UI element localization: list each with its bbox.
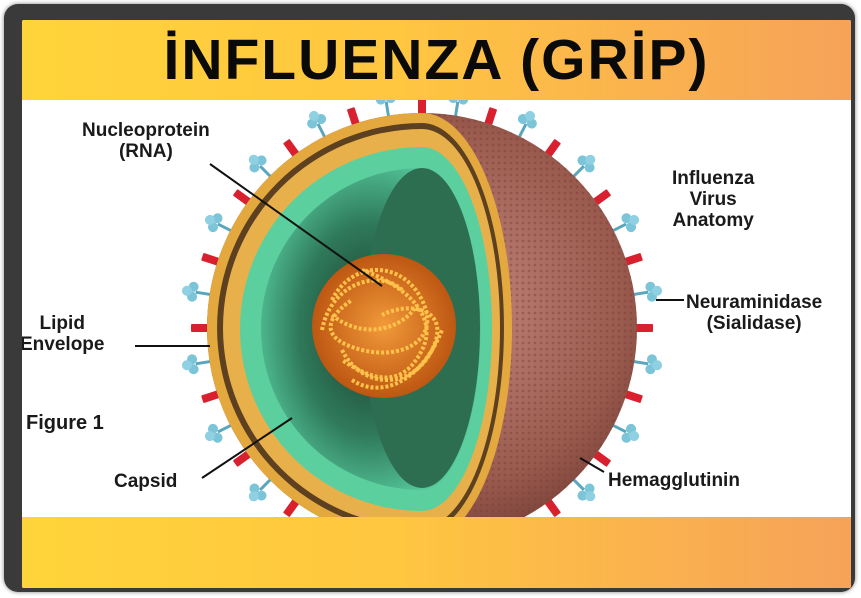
label-nucleoprotein-line2: (RNA) (82, 141, 210, 162)
slide-frame: İNFLUENZA (GRİP) (4, 4, 855, 592)
label-nucleoprotein-line1: Nucleoprotein (82, 120, 210, 141)
figure-label: Figure 1 (26, 413, 104, 434)
label-hemagglutinin: Hemagglutinin (608, 470, 740, 491)
bottom-band (22, 517, 851, 588)
heading-line1: Influenza (672, 168, 754, 189)
virus-illustration: Nucleoprotein (RNA) Influenza Virus Anat… (22, 100, 851, 517)
heading-line3: Anatomy (672, 210, 754, 231)
slide: İNFLUENZA (GRİP) (22, 20, 851, 588)
label-lipid-envelope: Lipid Envelope (22, 313, 104, 355)
label-neuraminidase-line1: Neuraminidase (686, 292, 822, 313)
label-lipid-line2: Envelope (22, 334, 104, 355)
slide-title: İNFLUENZA (GRİP) (22, 23, 851, 97)
label-lipid-line1: Lipid (22, 313, 104, 334)
heading-line2: Virus (672, 189, 754, 210)
label-neuraminidase: Neuraminidase (Sialidase) (686, 292, 822, 334)
diagram-heading: Influenza Virus Anatomy (672, 168, 754, 231)
label-neuraminidase-line2: (Sialidase) (686, 313, 822, 334)
label-capsid: Capsid (114, 471, 177, 492)
title-band: İNFLUENZA (GRİP) (22, 20, 851, 100)
label-nucleoprotein: Nucleoprotein (RNA) (82, 120, 210, 162)
